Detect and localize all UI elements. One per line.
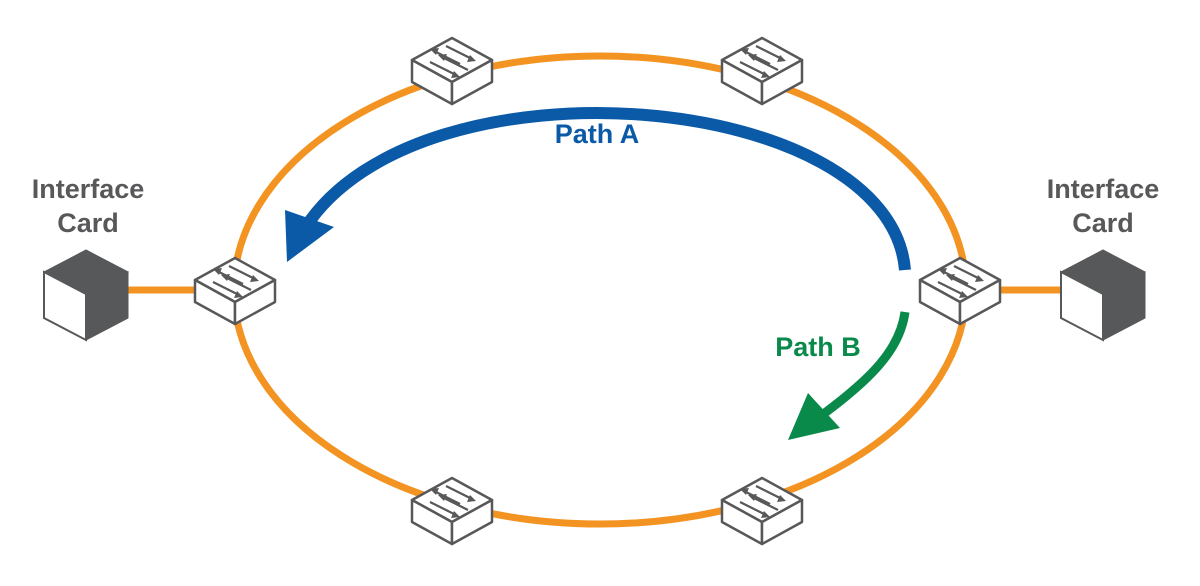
left-card-label-line1: Interface	[32, 174, 145, 204]
left-interface-card-icon	[43, 249, 129, 341]
switch-right	[918, 256, 1002, 326]
right-interface-card-icon	[1060, 249, 1146, 341]
switch-bottom-left	[410, 476, 494, 546]
path-a-arrowhead	[285, 210, 334, 262]
switch-left	[193, 256, 277, 326]
path-b-label: Path B	[775, 332, 861, 362]
path-a-label: Path A	[555, 119, 640, 149]
switch-top-right	[720, 36, 804, 106]
left-card-label-line2: Card	[57, 208, 119, 238]
path-b-arrowhead	[788, 393, 840, 440]
path-b-arrow	[815, 311, 910, 422]
right-card-label-line2: Card	[1072, 208, 1134, 238]
right-card-label-line1: Interface	[1047, 174, 1160, 204]
switch-top-left	[410, 36, 494, 106]
path-a-arrow	[299, 107, 911, 271]
